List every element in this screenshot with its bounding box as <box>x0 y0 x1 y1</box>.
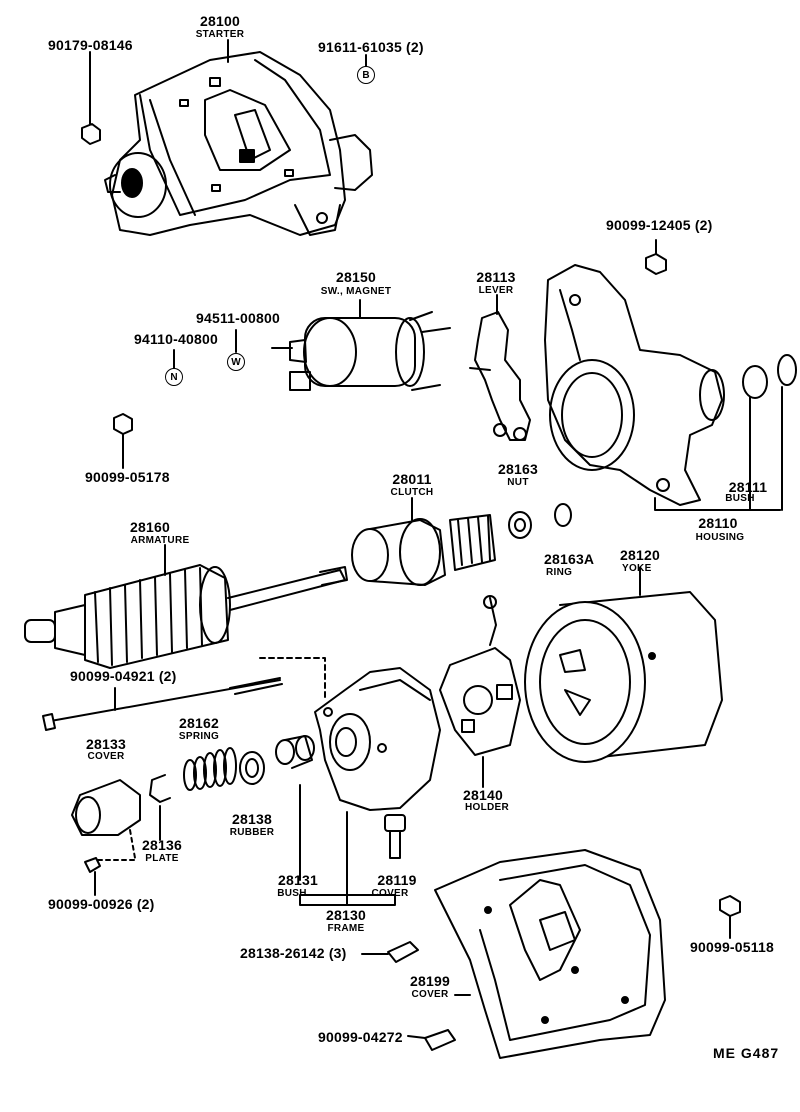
part-name-sw-magnet: SW., MAGNET <box>320 286 392 297</box>
part-number-28113: 28113 <box>476 269 516 285</box>
part-name-armature: ARMATURE <box>130 535 190 546</box>
part-number-90099-05118: 90099-05118 <box>690 939 774 955</box>
lever-drawing <box>469 311 531 441</box>
bush-28111 <box>742 365 768 399</box>
nut-90179 <box>81 123 101 145</box>
part-number-28150: 28150 <box>336 269 376 285</box>
bolt-90099-04272 <box>424 1029 456 1051</box>
part-number-28162: 28162 <box>179 715 219 731</box>
part-number-28199: 28199 <box>410 973 450 989</box>
starter-assembly-drawing <box>104 51 373 236</box>
part-name-nut: NUT <box>507 477 529 488</box>
nut-90099-05118 <box>719 895 741 917</box>
part-number-94110-40800: 94110-40800 <box>134 331 218 347</box>
part-number-90099-12405: 90099-12405 (2) <box>606 217 713 233</box>
cover-28199-drawing <box>434 849 666 1059</box>
screw-90099-00926 <box>84 857 101 873</box>
yoke-drawing <box>524 591 723 763</box>
housing-drawing <box>544 264 725 506</box>
nut-90099-05178 <box>113 413 133 435</box>
part-number-28138: 28138 <box>232 811 272 827</box>
rubber-28138 <box>239 751 265 785</box>
part-name-cover-28133: COVER <box>87 751 125 762</box>
part-name-ring: RING <box>546 567 573 578</box>
part-number-94511-00800: 94511-00800 <box>196 310 280 326</box>
badge-b: B <box>357 66 375 84</box>
spring-28162 <box>183 747 237 791</box>
part-number-28119: 28119 <box>377 872 417 888</box>
part-name-starter: STARTER <box>195 29 245 40</box>
part-number-28133: 28133 <box>86 736 126 752</box>
part-number-90099-04272: 90099-04272 <box>318 1029 403 1045</box>
part-number-28160: 28160 <box>130 519 170 535</box>
part-number-28120: 28120 <box>620 547 660 563</box>
nut-90099-12405 <box>645 253 667 275</box>
part-name-bush-28131: BUSH <box>277 888 307 899</box>
cover-28119 <box>384 814 406 859</box>
part-name-yoke: YOKE <box>622 563 652 574</box>
part-number-90099-04921: 90099-04921 (2) <box>70 668 177 684</box>
part-number-28130: 28130 <box>326 907 366 923</box>
badge-n: N <box>165 368 183 386</box>
washer-housing <box>777 354 797 386</box>
part-number-28163: 28163 <box>498 461 538 477</box>
bush-28131 <box>275 735 315 769</box>
part-number-90099-05178: 90099-05178 <box>85 469 170 485</box>
part-name-frame: FRAME <box>327 923 365 934</box>
part-number-28163A: 28163A <box>544 551 595 567</box>
part-name-cover-28119: COVER <box>371 888 409 899</box>
part-name-plate: PLATE <box>145 853 179 864</box>
part-name-rubber: RUBBER <box>229 827 275 838</box>
clutch-drawing <box>351 514 496 586</box>
part-number-28100: 28100 <box>200 13 240 29</box>
part-number-28140: 28140 <box>463 787 503 803</box>
badge-w: W <box>227 353 245 371</box>
part-name-housing: HOUSING <box>695 532 745 543</box>
part-name-clutch: CLUTCH <box>390 487 434 498</box>
screw-28138-26142 <box>387 941 419 963</box>
nut-28163 <box>508 511 532 539</box>
ring-28163A <box>554 503 572 527</box>
part-number-28111: 28111 <box>728 479 768 495</box>
brush-holder-drawing <box>439 595 521 756</box>
frame-drawing <box>314 667 441 811</box>
part-number-90099-00926: 90099-00926 (2) <box>48 896 155 912</box>
part-number-28131: 28131 <box>278 872 318 888</box>
part-name-bush-28111: BUSH <box>725 493 755 504</box>
part-name-lever: LEVER <box>478 285 514 296</box>
magnet-switch-drawing <box>271 311 451 391</box>
cover-28133 <box>71 779 141 836</box>
diagram-code: ME G487 <box>713 1045 780 1061</box>
armature-drawing <box>24 564 348 669</box>
part-number-91611-61035: 91611-61035 (2) <box>318 39 424 55</box>
through-bolt <box>44 679 281 723</box>
plate-28136 <box>149 774 171 803</box>
part-number-28138-26142: 28138-26142 (3) <box>240 945 347 961</box>
part-name-holder: HOLDER <box>464 802 510 813</box>
part-number-28011: 28011 <box>392 471 432 487</box>
part-name-spring: SPRING <box>178 731 220 742</box>
part-name-cover-28199: COVER <box>411 989 449 1000</box>
part-number-28136: 28136 <box>142 837 182 853</box>
part-number-28110: 28110 <box>698 515 738 531</box>
part-number-90179-08146: 90179-08146 <box>48 37 133 53</box>
